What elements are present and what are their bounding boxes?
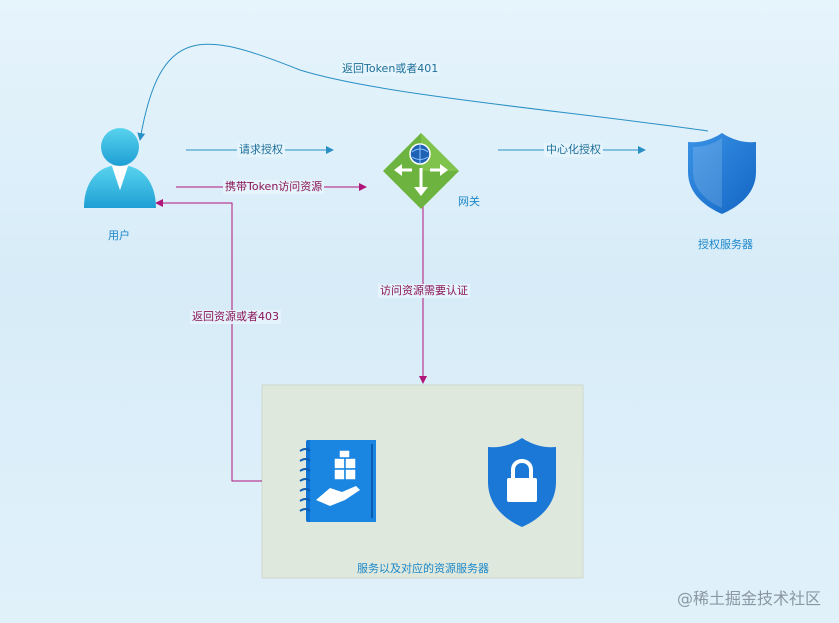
label-return-resource: 返回资源或者403 xyxy=(190,310,281,324)
edge-return-resource xyxy=(155,199,262,482)
edge-return-token xyxy=(137,43,709,141)
label-access-requires-auth: 访问资源需要认证 xyxy=(378,284,470,298)
label-request-auth: 请求授权 xyxy=(237,143,285,157)
label-return-token: 返回Token或者401 xyxy=(340,62,441,76)
label-central-auth: 中心化授权 xyxy=(544,143,603,157)
user-label: 用户 xyxy=(108,229,130,242)
lock-shield-icon xyxy=(488,438,556,527)
label-carry-token: 携带Token访问资源 xyxy=(223,180,325,194)
user-icon xyxy=(84,128,156,208)
auth-server-label: 授权服务器 xyxy=(698,238,753,251)
services-label: 服务以及对应的资源服务器 xyxy=(357,562,489,575)
watermark: @稀土掘金技术社区 xyxy=(676,589,821,608)
gateway-icon xyxy=(383,133,459,209)
gateway-label: 网关 xyxy=(458,195,480,208)
resource-book-icon xyxy=(299,440,376,522)
shield-icon xyxy=(688,133,756,214)
